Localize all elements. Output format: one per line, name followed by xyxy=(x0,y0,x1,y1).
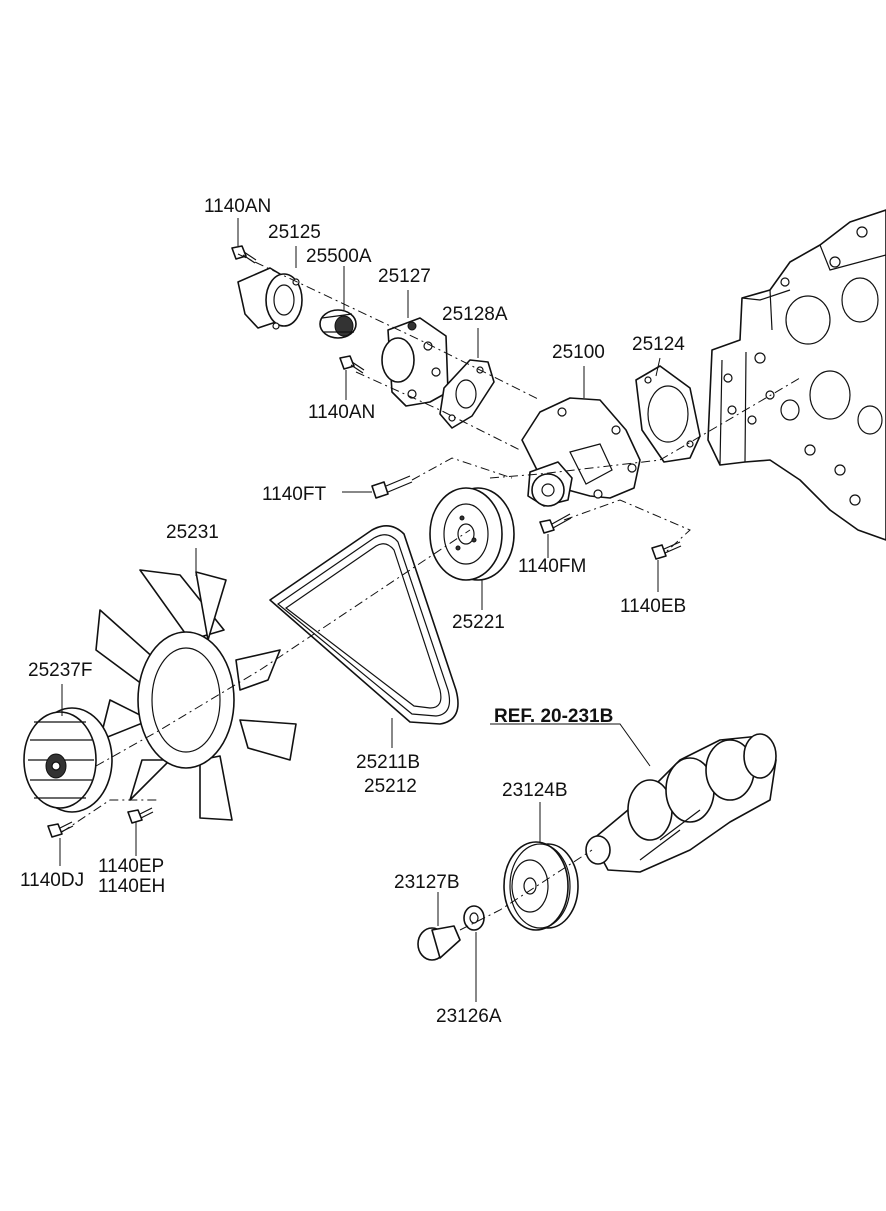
bolt-1140an-mid xyxy=(339,355,365,374)
water-pump xyxy=(521,397,641,507)
label-1140fm: 1140FM xyxy=(518,556,586,577)
bolt-1140ft xyxy=(371,475,413,499)
thermostat-housing xyxy=(237,267,303,330)
label-1140ft: 1140FT xyxy=(262,484,326,505)
label-25211b: 25211B xyxy=(356,752,420,773)
label-25125: 25125 xyxy=(268,222,321,243)
label-25221: 25221 xyxy=(452,612,505,633)
engine-block xyxy=(707,209,886,541)
label-1140eb: 1140EB xyxy=(620,596,686,617)
bolt-1140dj xyxy=(47,821,74,838)
label-23126a: 23126A xyxy=(436,1006,502,1027)
part-labels: 1140AN 25125 25500A 25127 25128A 1140AN … xyxy=(20,196,686,1027)
bolt-1140an-top xyxy=(231,245,257,264)
drive-belt xyxy=(269,525,459,725)
label-1140eh: 1140EH xyxy=(98,876,165,897)
crank-washer xyxy=(463,905,485,931)
water-outlet xyxy=(381,317,449,407)
label-23124b: 23124B xyxy=(502,780,568,801)
label-25100: 25100 xyxy=(552,342,605,363)
crank-bolt xyxy=(417,925,461,961)
cooling-fan xyxy=(95,569,297,821)
label-23127b: 23127B xyxy=(394,872,460,893)
crank-pulley xyxy=(503,841,579,931)
water-pump-pulley xyxy=(429,487,515,581)
label-25212: 25212 xyxy=(364,776,417,797)
bolt-1140fm xyxy=(539,513,572,534)
label-25500a: 25500A xyxy=(306,246,372,267)
assembly-center-lines xyxy=(61,253,801,931)
label-25237f: 25237F xyxy=(28,660,92,681)
label-25124: 25124 xyxy=(632,334,685,355)
label-1140dj: 1140DJ xyxy=(20,870,84,891)
bolt-1140ep xyxy=(127,807,154,824)
label-25128a: 25128A xyxy=(442,304,508,325)
label-1140ep: 1140EP xyxy=(98,856,164,877)
fan-clutch xyxy=(23,707,113,813)
bolt-1140eb xyxy=(651,541,682,560)
label-25127: 25127 xyxy=(378,266,431,287)
leader-lines xyxy=(59,218,661,1002)
outlet-gasket xyxy=(439,359,495,429)
pump-gasket xyxy=(635,365,701,463)
thermostat xyxy=(319,309,357,339)
label-25231: 25231 xyxy=(166,522,219,543)
label-1140an-mid: 1140AN xyxy=(308,402,375,423)
label-1140an-top: 1140AN xyxy=(204,196,271,217)
crankshaft xyxy=(585,733,777,873)
label-ref-20-231b: REF. 20-231B xyxy=(494,706,613,727)
